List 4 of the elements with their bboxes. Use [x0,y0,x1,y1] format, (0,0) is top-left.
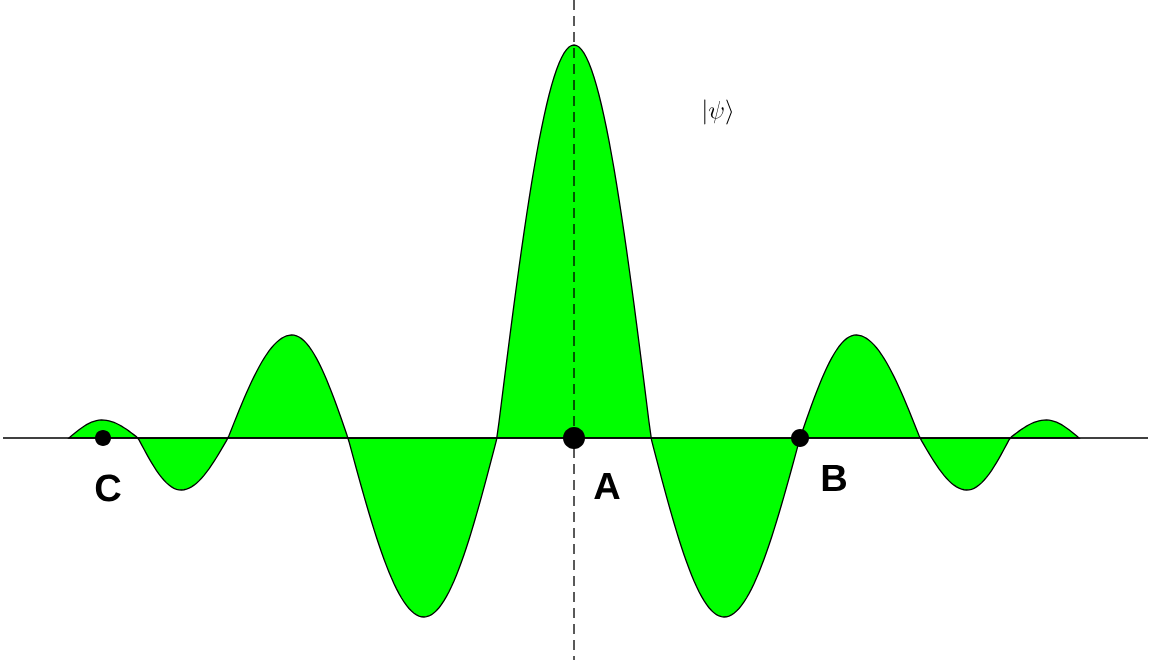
state-label: $|\psi\rangle$ [704,99,732,125]
point-label: A [594,472,620,500]
point-label: B [822,464,846,492]
point-label: C [95,474,121,502]
